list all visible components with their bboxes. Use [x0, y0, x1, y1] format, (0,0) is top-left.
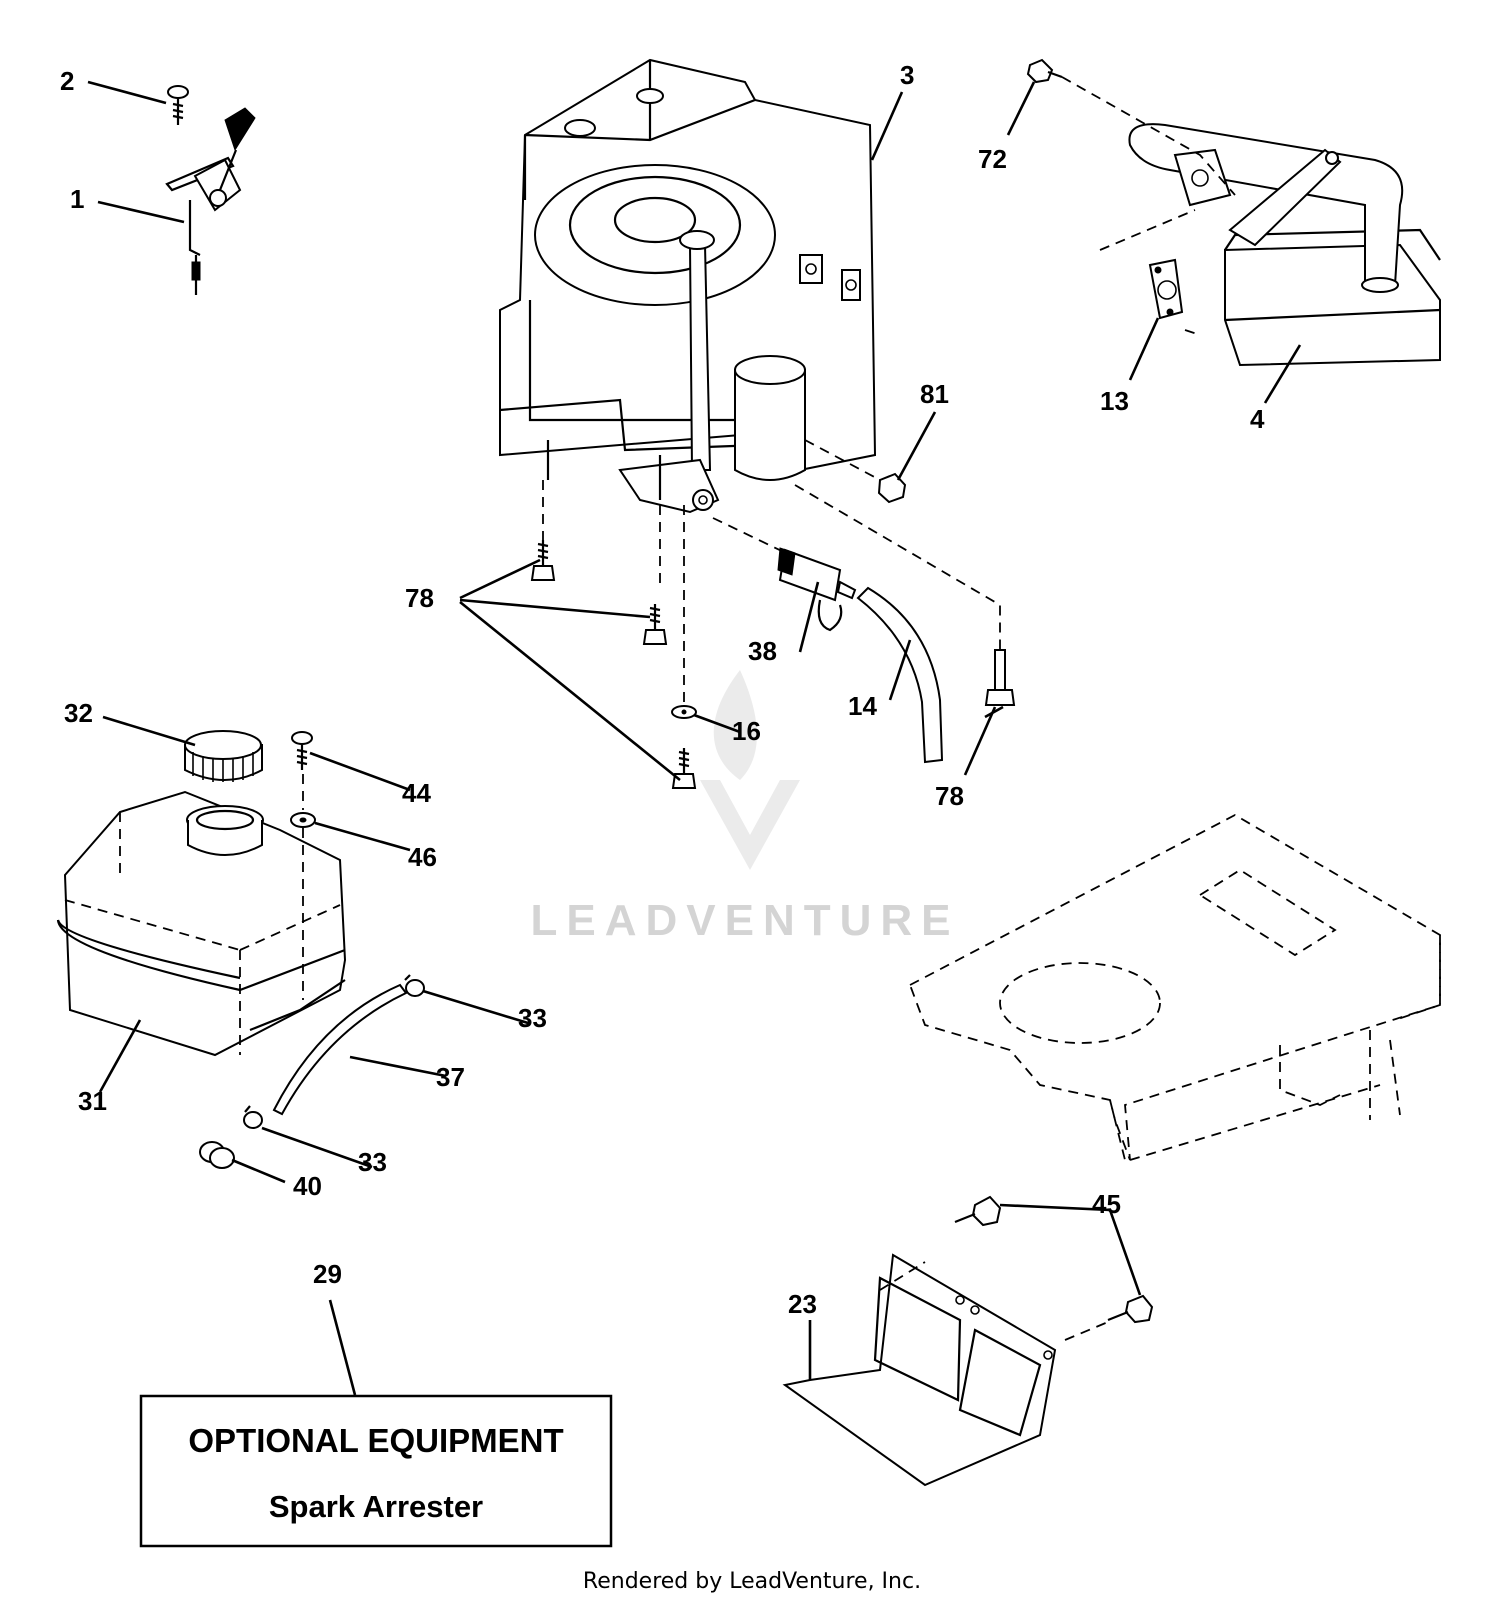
callout-label: 38: [748, 636, 777, 666]
bolt-part[interactable]: [642, 604, 668, 645]
nut-part[interactable]: [877, 472, 907, 504]
throttle-control-part[interactable]: [165, 107, 256, 295]
fuel-hose-part[interactable]: [856, 586, 944, 764]
frame-outline: [908, 813, 1441, 1161]
shield-screw-part[interactable]: [954, 1195, 1002, 1227]
watermark-logo-icon: [700, 670, 800, 870]
muffler-part[interactable]: [1128, 123, 1441, 367]
optional-equipment-title: OPTIONAL EQUIPMENT: [188, 1422, 563, 1459]
hose-clamp-part[interactable]: [243, 1105, 263, 1129]
shield-screw-part[interactable]: [1107, 1294, 1154, 1324]
callout-label: 45: [1092, 1189, 1121, 1219]
callout-label: 3: [900, 60, 914, 90]
leader-lines: [87, 80, 1302, 1396]
exhaust-screw-part[interactable]: [1026, 58, 1063, 84]
callout-label: 78: [935, 781, 964, 811]
callout-label: 72: [978, 144, 1007, 174]
heat-shield-part[interactable]: [782, 1253, 1057, 1487]
callout-labels: 2 1 3 72 13 4 81 78 38 14 16 78 32 44 46…: [60, 60, 1265, 1319]
callout-label: 37: [436, 1062, 465, 1092]
callout-label: 32: [64, 698, 93, 728]
callout-label: 4: [1250, 404, 1265, 434]
tank-screw-part[interactable]: [291, 731, 313, 770]
callout-label: 1: [70, 184, 84, 214]
optional-equipment-subtitle: Spark Arrester: [269, 1489, 483, 1524]
callout-label: 33: [518, 1003, 547, 1033]
gasket-part[interactable]: [1148, 258, 1184, 320]
callout-label: 13: [1100, 386, 1129, 416]
callout-label: 44: [402, 778, 431, 808]
callout-label: 2: [60, 66, 74, 96]
fuel-tank-neck-part[interactable]: [186, 805, 264, 856]
callout-label: 29: [313, 1259, 342, 1289]
lock-washer-part[interactable]: [671, 705, 697, 719]
fuel-pump-part[interactable]: [777, 547, 857, 632]
callout-label: 14: [848, 691, 877, 721]
bolt-part[interactable]: [984, 649, 1016, 706]
callout-label: 31: [78, 1086, 107, 1116]
render-credit: Rendered by LeadVenture, Inc.: [583, 1569, 921, 1594]
callout-label: 78: [405, 583, 434, 613]
fuel-tank-part[interactable]: [56, 790, 347, 1057]
callout-label: 81: [920, 379, 949, 409]
screw-part[interactable]: [167, 85, 189, 125]
fuel-line-part[interactable]: [272, 983, 408, 1116]
grommet-part[interactable]: [199, 1141, 235, 1169]
callout-label: 33: [358, 1147, 387, 1177]
watermark-text: LEADVENTURE: [530, 896, 959, 945]
callout-label: 46: [408, 842, 437, 872]
bolt-part[interactable]: [530, 540, 556, 581]
callout-label: 40: [293, 1171, 322, 1201]
bolt-part[interactable]: [671, 748, 697, 789]
hose-clamp-part[interactable]: [404, 974, 425, 997]
callout-label: 23: [788, 1289, 817, 1319]
callout-label: 16: [732, 716, 761, 746]
fuel-cap-part[interactable]: [184, 730, 263, 782]
tank-washer-part[interactable]: [290, 812, 316, 828]
optional-equipment-box: OPTIONAL EQUIPMENT Spark Arrester: [139, 1394, 613, 1548]
engine-part[interactable]: [499, 58, 877, 514]
